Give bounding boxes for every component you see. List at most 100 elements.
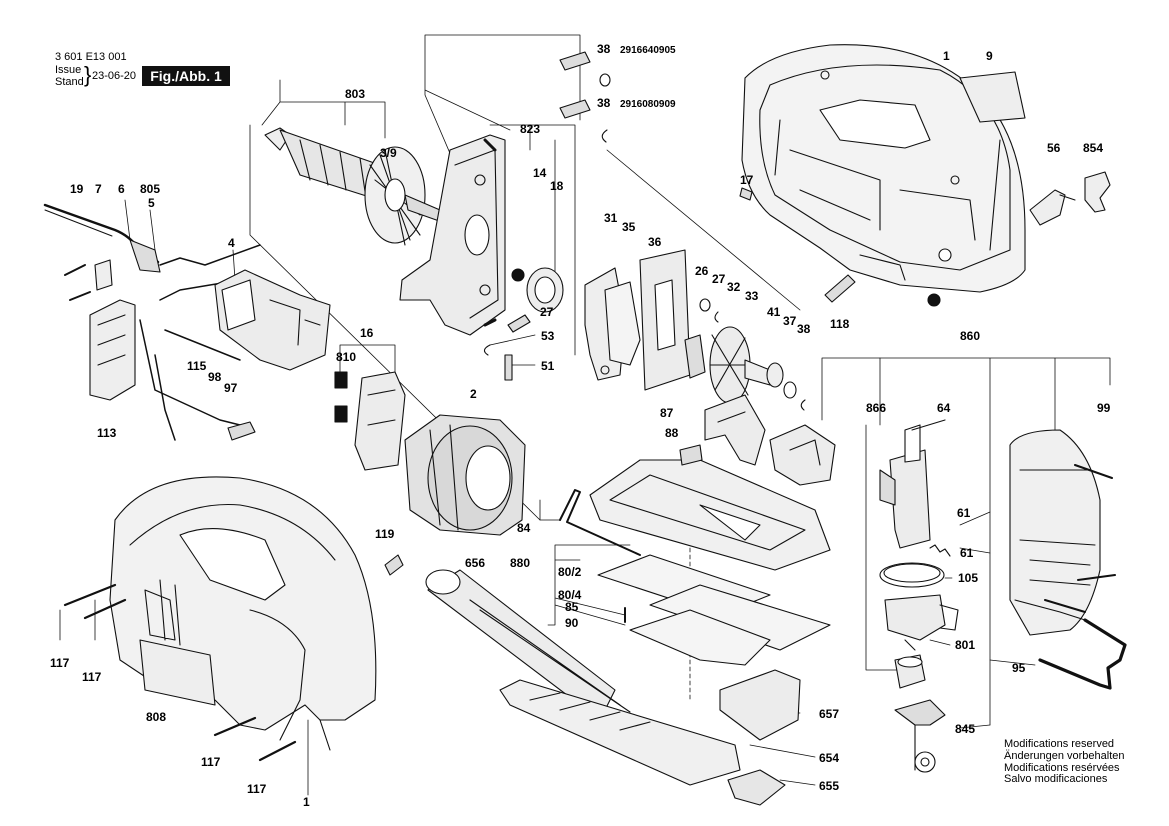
support-bracket (769, 424, 836, 486)
clamp-7 (94, 259, 113, 291)
part-118 (824, 274, 856, 303)
bearing-41 (766, 362, 784, 388)
washer-26 (699, 298, 711, 312)
label-115: 115 (187, 359, 207, 373)
part-number-2916080909: 2916080909 (620, 99, 676, 110)
label-38-top: 38 (597, 42, 611, 56)
label-823: 823 (520, 122, 540, 136)
modifications-note: Modifications reserved Änderungen vorbeh… (1004, 738, 1125, 786)
guard-657 (719, 669, 801, 741)
label-1-top: 1 (943, 49, 950, 63)
part-119 (384, 554, 404, 576)
stator-2 (404, 414, 526, 536)
label-810: 810 (336, 350, 356, 364)
label-9: 9 (986, 49, 993, 63)
label-61-bottom: 61 (960, 546, 974, 560)
callout-labels: 1 9 803 3/9 823 14 18 19 7 6 805 5 4 17 … (50, 42, 1111, 809)
label-655: 655 (819, 779, 839, 793)
label-105: 105 (958, 571, 978, 585)
pin-51 (504, 354, 513, 381)
spring-61 (929, 544, 951, 557)
note-line-en: Modifications reserved (1004, 738, 1115, 750)
label-33: 33 (745, 289, 759, 303)
wire-bow-95 (1038, 618, 1127, 690)
label-803: 803 (345, 87, 365, 101)
bearing-27 (511, 267, 564, 313)
label-118: 118 (830, 317, 850, 331)
switch-4 (214, 269, 331, 371)
cover-plate-35 (604, 281, 641, 366)
label-38-right: 38 (797, 322, 811, 336)
label-56: 56 (1047, 141, 1061, 155)
label-860: 860 (960, 329, 980, 343)
pin-38-top (559, 51, 611, 143)
screws-19 (64, 264, 91, 301)
label-117-2: 117 (82, 670, 102, 684)
label-854: 854 (1083, 141, 1103, 155)
brush-holder-16 (354, 371, 406, 471)
switch-part-56 (1029, 189, 1076, 226)
bearing-plate-823 (399, 134, 506, 336)
label-99: 99 (1097, 401, 1111, 415)
plunger-866 (879, 419, 946, 549)
label-51: 51 (541, 359, 555, 373)
shoe-plate (589, 459, 831, 571)
label-16: 16 (360, 326, 374, 340)
label-801: 801 (955, 638, 975, 652)
label-19: 19 (70, 182, 84, 196)
hex-key-84 (559, 489, 641, 556)
armature-803 (264, 127, 443, 246)
power-cable (43, 203, 161, 273)
label-37: 37 (783, 314, 797, 328)
label-98: 98 (208, 370, 222, 384)
label-808: 808 (146, 710, 166, 724)
issue-date: 23-06-20 (92, 70, 137, 82)
label-845: 845 (955, 722, 975, 736)
label-6: 6 (118, 182, 125, 196)
label-7: 7 (95, 182, 102, 196)
label-32: 32 (727, 280, 741, 294)
clip-655 (727, 769, 786, 806)
screws-117 (63, 583, 297, 762)
label-14: 14 (533, 166, 547, 180)
label-27-right: 27 (712, 272, 726, 286)
guide-87 (704, 394, 766, 466)
label-117-3: 117 (201, 755, 221, 769)
label-18: 18 (550, 179, 564, 193)
label-654: 654 (819, 751, 839, 765)
label-119: 119 (375, 527, 395, 541)
pin-17 (739, 187, 753, 201)
label-805: 805 (140, 182, 160, 196)
part-number-2916640905: 2916640905 (620, 45, 676, 56)
roller-holder-801 (884, 594, 959, 651)
label-2: 2 (470, 387, 477, 401)
label-31: 31 (604, 211, 618, 225)
part-854 (1084, 171, 1111, 213)
label-80-2: 80/2 (558, 565, 582, 579)
label-53: 53 (541, 329, 555, 343)
label-85: 85 (565, 600, 579, 614)
label-880: 880 (510, 556, 530, 570)
label-87: 87 (660, 406, 674, 420)
label-sticker-9 (959, 71, 1026, 123)
block-88 (679, 444, 703, 466)
label-808 (139, 639, 216, 706)
drawing-number: 3 601 E13 001 (55, 51, 127, 63)
rear-cover-99 (1009, 429, 1101, 636)
stand-label: Stand (55, 76, 84, 88)
lamp-97 (227, 421, 256, 441)
issue-label: Issue (55, 64, 82, 76)
motor-housing-right (741, 44, 1026, 307)
note-line-es: Salvo modificaciones (1004, 773, 1108, 786)
figure-label: Fig./Abb. 1 (142, 66, 230, 86)
label-3-9: 3/9 (380, 146, 397, 160)
label-117-4: 117 (247, 782, 267, 796)
label-80-4: 80/4 (558, 588, 582, 602)
washer-37-38 (783, 381, 806, 411)
label-657: 657 (819, 707, 839, 721)
washer-27 (714, 311, 719, 323)
guide-plate-36 (639, 249, 691, 391)
gear-33 (684, 326, 771, 404)
label-113: 113 (97, 426, 117, 440)
note-line-de: Änderungen vorbehalten (1004, 749, 1125, 762)
